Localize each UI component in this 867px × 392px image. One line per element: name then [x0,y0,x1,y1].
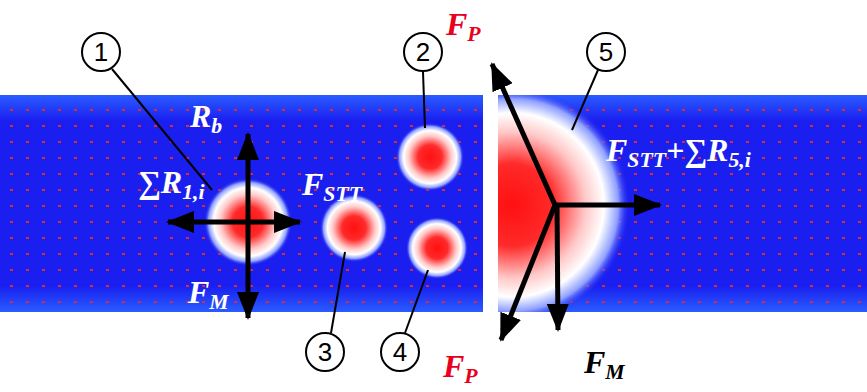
callout-circle: 4 [380,332,420,372]
callout-number: 3 [318,339,332,365]
force-label: FP [443,350,478,388]
callout-number: 4 [393,339,407,365]
force-label: FSTT+∑R5,i [606,134,751,172]
leader-line [423,72,425,128]
force-label: FP [446,8,481,46]
skyrmion [406,217,468,279]
callout-circle: 1 [81,32,121,72]
force-arrow [168,220,248,225]
force-arrow [248,220,300,225]
force-arrow [246,134,251,222]
force-label: ∑R1,i [138,166,205,204]
force-label: FSTT [302,168,362,206]
skyrmion [396,123,464,191]
leader-line [572,70,598,130]
force-arrow [246,222,251,318]
force-label: Rb [190,100,222,138]
track-left [0,95,483,312]
force-arrow [557,205,558,330]
leader-line [331,252,345,333]
force-arrow [492,64,555,205]
force-label: FM [584,346,625,384]
callout-circle: 5 [586,32,626,72]
callout-number: 1 [94,39,108,65]
force-arrow [555,203,660,208]
callout-circle: 2 [403,32,443,72]
callout-number: 2 [416,39,430,65]
spin-dots [0,95,483,312]
leader-line [405,270,428,333]
callout-circle: 3 [305,332,345,372]
callout-number: 5 [599,39,613,65]
force-arrow [501,205,555,340]
force-label: FM [188,276,229,314]
